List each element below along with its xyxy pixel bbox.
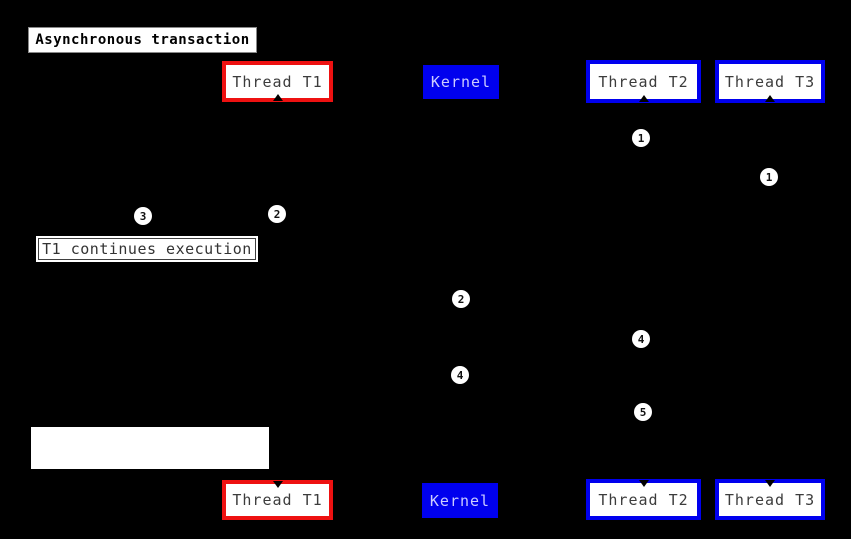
actor-box-kernel-bottom: Kernel: [422, 483, 498, 518]
actor-box-thread-t2-top: Thread T2: [586, 60, 701, 103]
arrowhead-down-icon: [765, 480, 775, 487]
arrowhead-up-icon: [638, 95, 649, 102]
actor-box-thread-t2-bottom: Thread T2: [586, 479, 701, 520]
step-marker-2: 2: [452, 290, 470, 308]
step-marker-1: 1: [632, 129, 650, 147]
actor-label-thread-t3-top: Thread T3: [724, 72, 816, 91]
note-t1-continues-execution: T1 continues execution: [36, 236, 258, 262]
arrowhead-up-icon: [272, 94, 283, 101]
actor-label-thread-t1-bottom: Thread T1: [232, 491, 323, 509]
step-marker-4: 4: [451, 366, 469, 384]
step-marker-5: 5: [634, 403, 652, 421]
actor-box-thread-t3-top: Thread T3: [715, 60, 825, 103]
actor-box-thread-t1-bottom: Thread T1: [222, 480, 333, 520]
step-marker-2: 2: [268, 205, 286, 223]
arrowhead-down-icon: [272, 481, 283, 488]
actor-label-thread-t2-bottom: Thread T2: [598, 490, 689, 509]
actor-box-thread-t3-bottom: Thread T3: [715, 479, 825, 520]
arrowhead-down-icon: [638, 480, 649, 487]
step-marker-4: 4: [632, 330, 650, 348]
actor-label-thread-t3-bottom: Thread T3: [724, 490, 816, 509]
note-text: T1 continues execution: [38, 238, 256, 260]
arrowhead-up-icon: [765, 95, 775, 102]
diagram-title: Asynchronous transaction: [28, 27, 257, 53]
step-marker-1: 1: [760, 168, 778, 186]
actor-label-thread-t1-top: Thread T1: [232, 72, 323, 91]
note-empty-box: [31, 427, 269, 469]
actor-box-kernel-top: Kernel: [423, 65, 499, 99]
actor-box-thread-t1-top: Thread T1: [222, 61, 333, 102]
actor-label-thread-t2-top: Thread T2: [598, 72, 689, 91]
step-marker-3: 3: [134, 207, 152, 225]
actor-label-kernel-bottom: Kernel: [429, 491, 491, 510]
actor-label-kernel-top: Kernel: [430, 73, 492, 91]
